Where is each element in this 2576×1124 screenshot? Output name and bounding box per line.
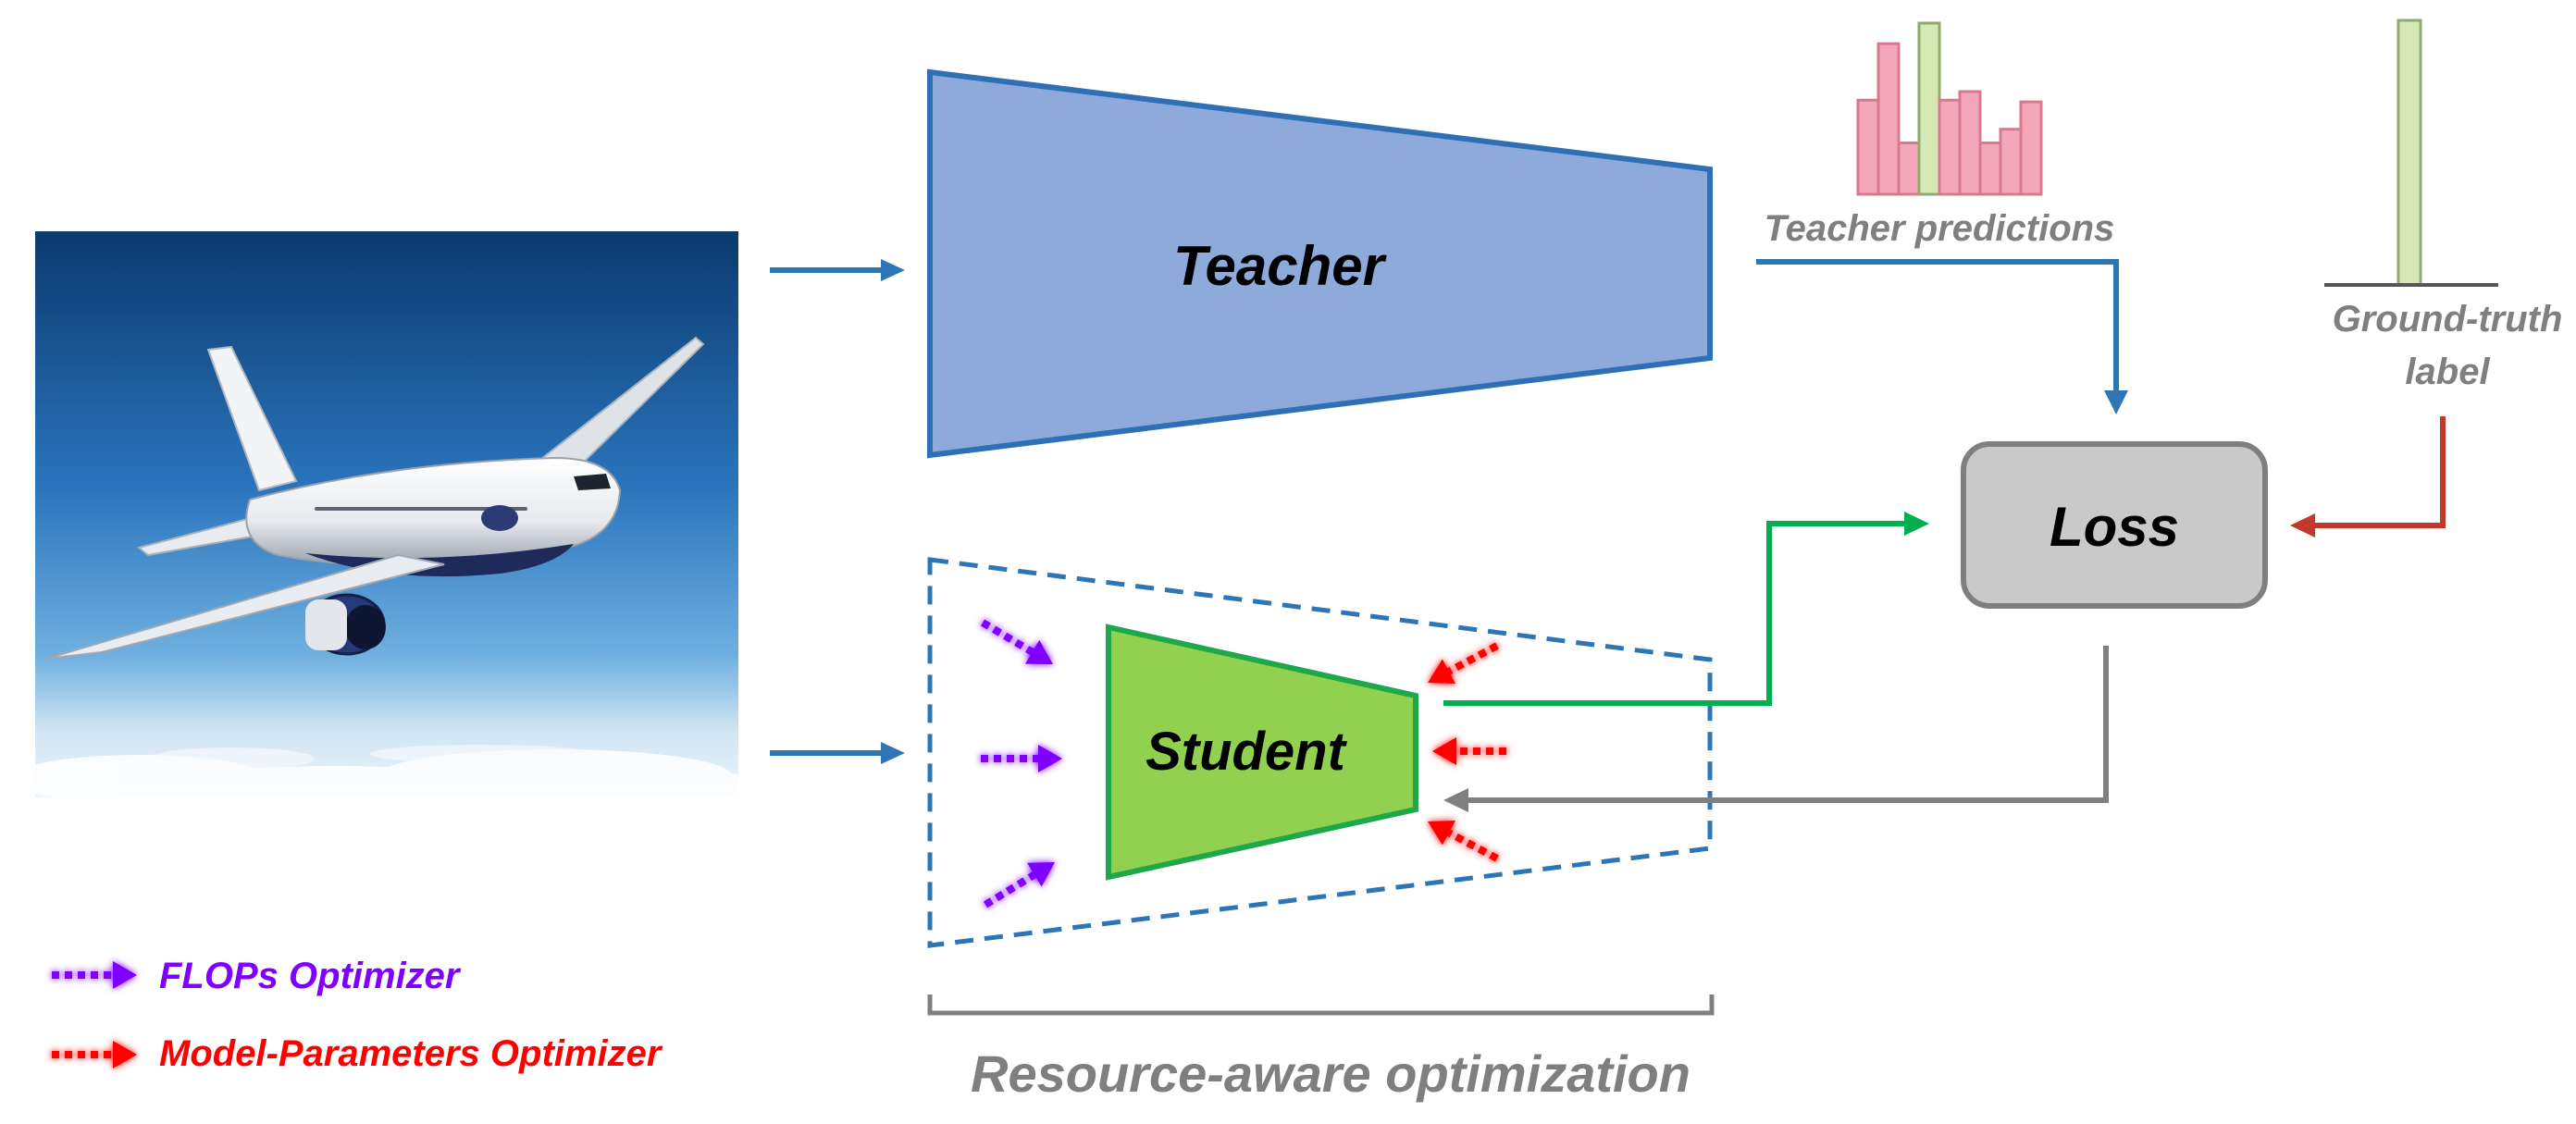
param-arrow-icon-head (1428, 821, 1455, 846)
ground-truth-bar-rect (2396, 19, 2422, 287)
teacher-label: Teacher (1173, 235, 1388, 297)
teacher-predictions-label: Teacher predictions (1765, 208, 2115, 249)
param-optimizer-arrows (1428, 642, 1506, 862)
flops-arrow-icon (980, 619, 1053, 664)
student-model-shape (1106, 624, 1418, 881)
prediction-bar (1917, 21, 1941, 196)
param-arrow-icon-head (1428, 659, 1455, 684)
flops-arrow-icon-head (1026, 862, 1055, 887)
param-arrow-icon-head (1432, 737, 1456, 765)
param-arrow-icon (1428, 821, 1499, 862)
arrow-image-to-teacher (770, 259, 905, 281)
ground-truth-bar (2324, 19, 2498, 287)
prediction-bar (1938, 98, 1962, 196)
arrow-groundtruth-to-loss (2290, 416, 2446, 537)
prediction-bar (1978, 142, 2002, 196)
flops-arrow-icon-shaft (983, 871, 1036, 908)
prediction-bar (1958, 90, 1982, 196)
arrow-loss-to-student (1443, 646, 2109, 812)
legend-flops-arrow-icon (52, 961, 137, 989)
clouds-decoration (9, 745, 786, 807)
param-arrow-icon (1428, 642, 1499, 684)
teacher-model-shape (927, 68, 1713, 459)
resource-aware-label: Resource-aware optimization (971, 1044, 1690, 1103)
airplane-photo (9, 231, 786, 807)
resource-aware-bracket (927, 994, 1715, 1016)
param-arrow-icon (1432, 737, 1506, 765)
prediction-bar (2019, 100, 2043, 196)
param-arrow-icon-shaft (1447, 829, 1499, 862)
flops-arrow-icon (983, 862, 1055, 908)
loss-box (1961, 441, 2268, 609)
ground-truth-label-line1: Ground-truth (2333, 299, 2563, 340)
legend-flops-arrow-head (113, 961, 137, 989)
arrow-teacher-to-loss (1756, 259, 2128, 414)
flops-optimizer-arrows (980, 619, 1062, 908)
flops-arrow-icon-head (1024, 639, 1053, 664)
flops-arrow-icon-head (1038, 745, 1062, 772)
prediction-bar (1897, 142, 1921, 196)
window-row-decoration (315, 507, 527, 511)
legend-param-arrow-icon (52, 1041, 137, 1068)
teacher-predictions-histogram (1856, 21, 2043, 196)
arrow-student-to-loss (1443, 512, 1929, 706)
student-label: Student (1146, 722, 1348, 782)
prediction-bar (1876, 42, 1901, 196)
legend-param-arrow (52, 1041, 137, 1068)
arrow-image-to-student (770, 742, 905, 764)
flops-arrow-icon (981, 745, 1062, 772)
legend-param-arrow-head (113, 1041, 137, 1068)
param-arrow-icon-shaft (1447, 642, 1499, 675)
legend-flops-arrow (52, 961, 137, 989)
legend-flops-label: FLOPs Optimizer (159, 956, 462, 996)
flops-arrow-icon-shaft (980, 619, 1034, 656)
ground-truth-label-line2: label (2405, 352, 2490, 392)
prediction-bar (1999, 128, 2023, 196)
loss-label: Loss (2050, 496, 2179, 558)
legend-params-label: Model-Parameters Optimizer (159, 1033, 663, 1074)
prediction-bar (1856, 98, 1880, 196)
